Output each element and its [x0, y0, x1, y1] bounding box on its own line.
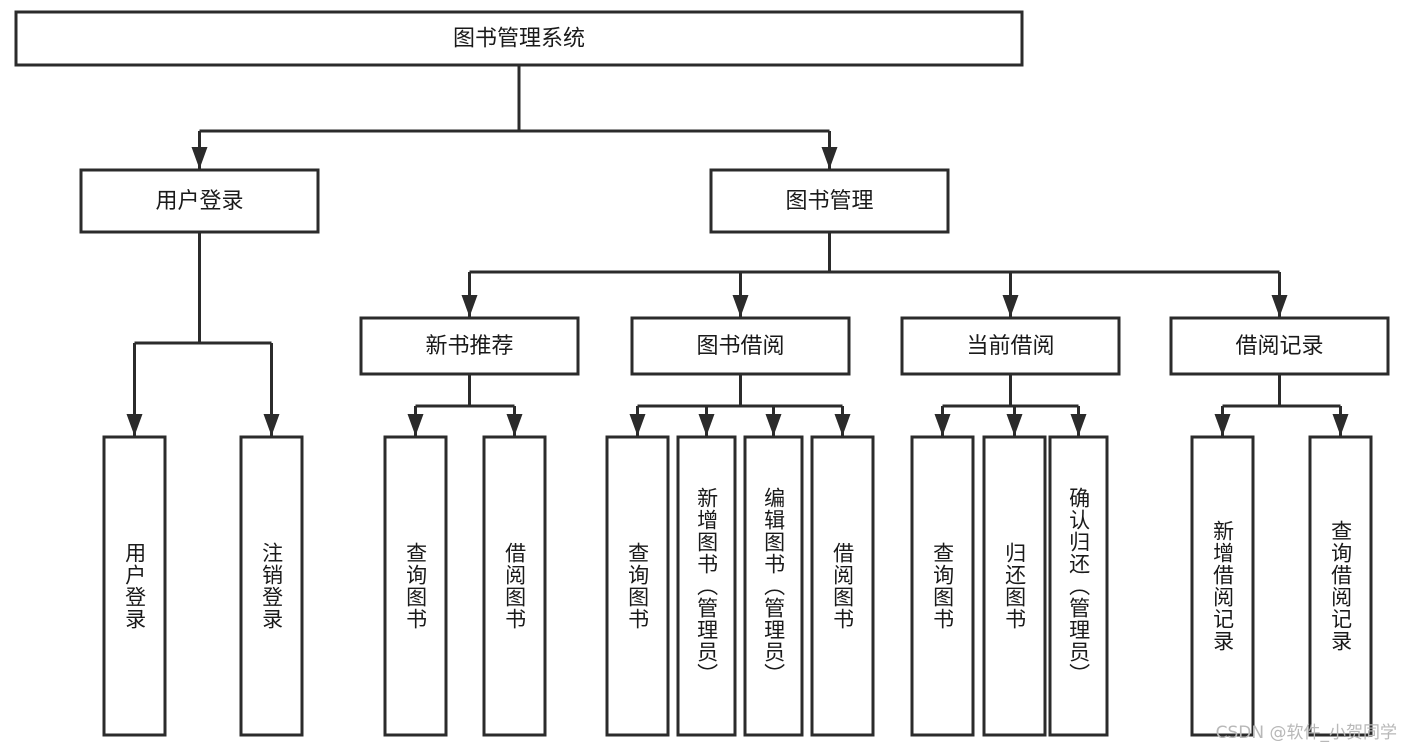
node-box-leaf-query-borrow-record[interactable]	[1308, 435, 1373, 737]
node-box-root[interactable]	[14, 10, 1024, 67]
csdn-watermark: CSDN @软件_小贺同学	[1215, 723, 1397, 743]
arrow-head-icon	[126, 414, 143, 436]
arrow-head-icon	[461, 295, 478, 317]
arrow-head-icon	[1070, 414, 1087, 436]
arrow-head-icon	[407, 414, 424, 436]
arrow-head-icon	[629, 414, 646, 436]
node-box-book-borrow[interactable]	[630, 316, 851, 376]
node-box-leaf-edit-book[interactable]	[743, 435, 804, 737]
node-box-current-borrow[interactable]	[900, 316, 1121, 376]
node-label-book-borrow: 图书借阅	[696, 334, 784, 359]
arrow-head-icon	[1002, 295, 1019, 317]
arrow-head-icon	[934, 414, 951, 436]
node-label-book-management: 图书管理	[785, 189, 873, 214]
arrow-head-icon	[821, 147, 838, 169]
arrow-head-icon	[765, 414, 782, 436]
arrow-head-icon	[834, 414, 851, 436]
node-label-root: 图书管理系统	[453, 27, 585, 52]
node-box-user-login[interactable]	[79, 168, 320, 234]
node-label-new-book-recommend: 新书推荐	[425, 334, 513, 359]
boxes-layer	[14, 10, 1390, 737]
arrow-head-icon	[1006, 414, 1023, 436]
arrow-head-icon	[1214, 414, 1231, 436]
node-box-leaf-query-book-2[interactable]	[605, 435, 670, 737]
node-box-leaf-borrow-book-1[interactable]	[482, 435, 547, 737]
arrow-head-icon	[191, 147, 208, 169]
node-box-leaf-return-book[interactable]	[982, 435, 1047, 737]
node-box-leaf-borrow-book-2[interactable]	[810, 435, 875, 737]
node-box-leaf-add-book[interactable]	[676, 435, 737, 737]
arrow-head-icon	[1271, 295, 1288, 317]
node-label-user-login: 用户登录	[155, 189, 243, 214]
arrow-head-icon	[1332, 414, 1349, 436]
node-label-current-borrow: 当前借阅	[966, 334, 1054, 359]
node-box-book-management[interactable]	[709, 168, 950, 234]
arrow-head-icon	[263, 414, 280, 436]
node-box-leaf-user-login[interactable]	[102, 435, 167, 737]
node-box-leaf-query-book-1[interactable]	[383, 435, 448, 737]
arrow-head-icon	[732, 295, 749, 317]
node-box-leaf-logout[interactable]	[239, 435, 304, 737]
connectors-layer	[126, 65, 1349, 436]
arrow-head-icon	[506, 414, 523, 436]
node-box-leaf-add-borrow-record[interactable]	[1190, 435, 1255, 737]
node-box-new-book-recommend[interactable]	[359, 316, 580, 376]
node-box-leaf-query-book-3[interactable]	[910, 435, 975, 737]
node-box-leaf-confirm-return[interactable]	[1048, 435, 1109, 737]
node-label-borrow-record: 借阅记录	[1235, 334, 1323, 359]
arrow-head-icon	[698, 414, 715, 436]
node-box-borrow-record[interactable]	[1169, 316, 1390, 376]
